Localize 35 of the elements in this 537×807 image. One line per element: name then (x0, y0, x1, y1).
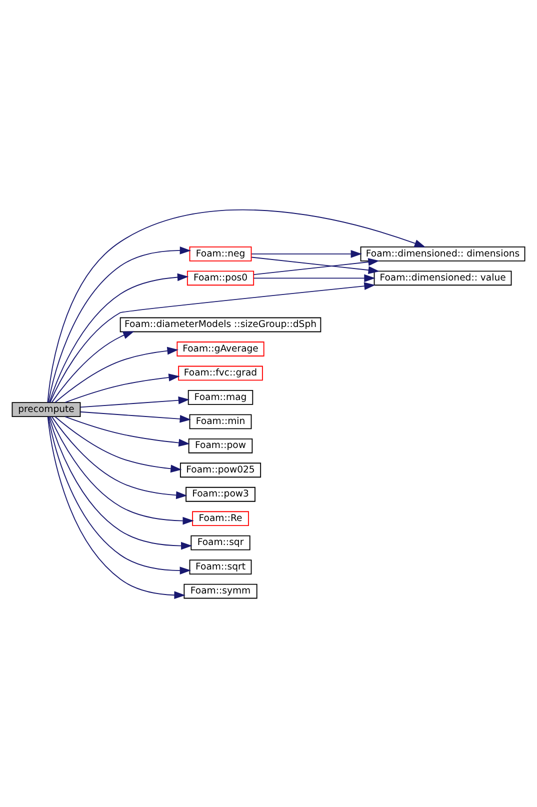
arrow (47, 416, 186, 599)
arrow (64, 416, 190, 446)
node-box: Foam::pos0 (186, 270, 254, 286)
node-box: Foam::symm (184, 583, 258, 598)
node-box: Foam::neg (189, 246, 252, 261)
arrow (80, 410, 191, 422)
arrow (54, 346, 178, 402)
arrow (50, 416, 194, 524)
node-box: Foam::pow3 (186, 486, 256, 502)
arrow (80, 396, 190, 408)
node-box: Foam::pow025 (180, 462, 262, 478)
node-box: Foam::diameterModels ::sizeGroup::dSph (120, 316, 322, 332)
node-box: Foam::Re (192, 510, 249, 526)
arrow (48, 416, 192, 550)
node-box: Foam::sqrt (189, 559, 252, 574)
node-box: Foam::gAverage (176, 341, 264, 356)
arrow (48, 416, 192, 574)
arrow (54, 416, 182, 472)
node-box: Foam::dimensioned:: dimensions (360, 246, 526, 261)
arrow (251, 250, 362, 258)
arrow (48, 272, 189, 402)
node-box: Foam::min (189, 414, 252, 429)
node-box: Foam::dimensioned:: value (374, 270, 512, 286)
node-box: Foam::pow (188, 438, 253, 453)
arrow (48, 246, 192, 402)
arrow (64, 373, 180, 402)
arrow (47, 209, 426, 402)
node-box: Foam::sqr (190, 534, 250, 550)
arrow (51, 330, 134, 402)
arrow (51, 416, 188, 499)
node-box: Foam::fvc::grad (178, 365, 263, 380)
arrow (50, 282, 376, 402)
arrow (253, 274, 376, 282)
node-box: precompute (12, 402, 81, 417)
node-box: Foam::mag (188, 390, 254, 404)
